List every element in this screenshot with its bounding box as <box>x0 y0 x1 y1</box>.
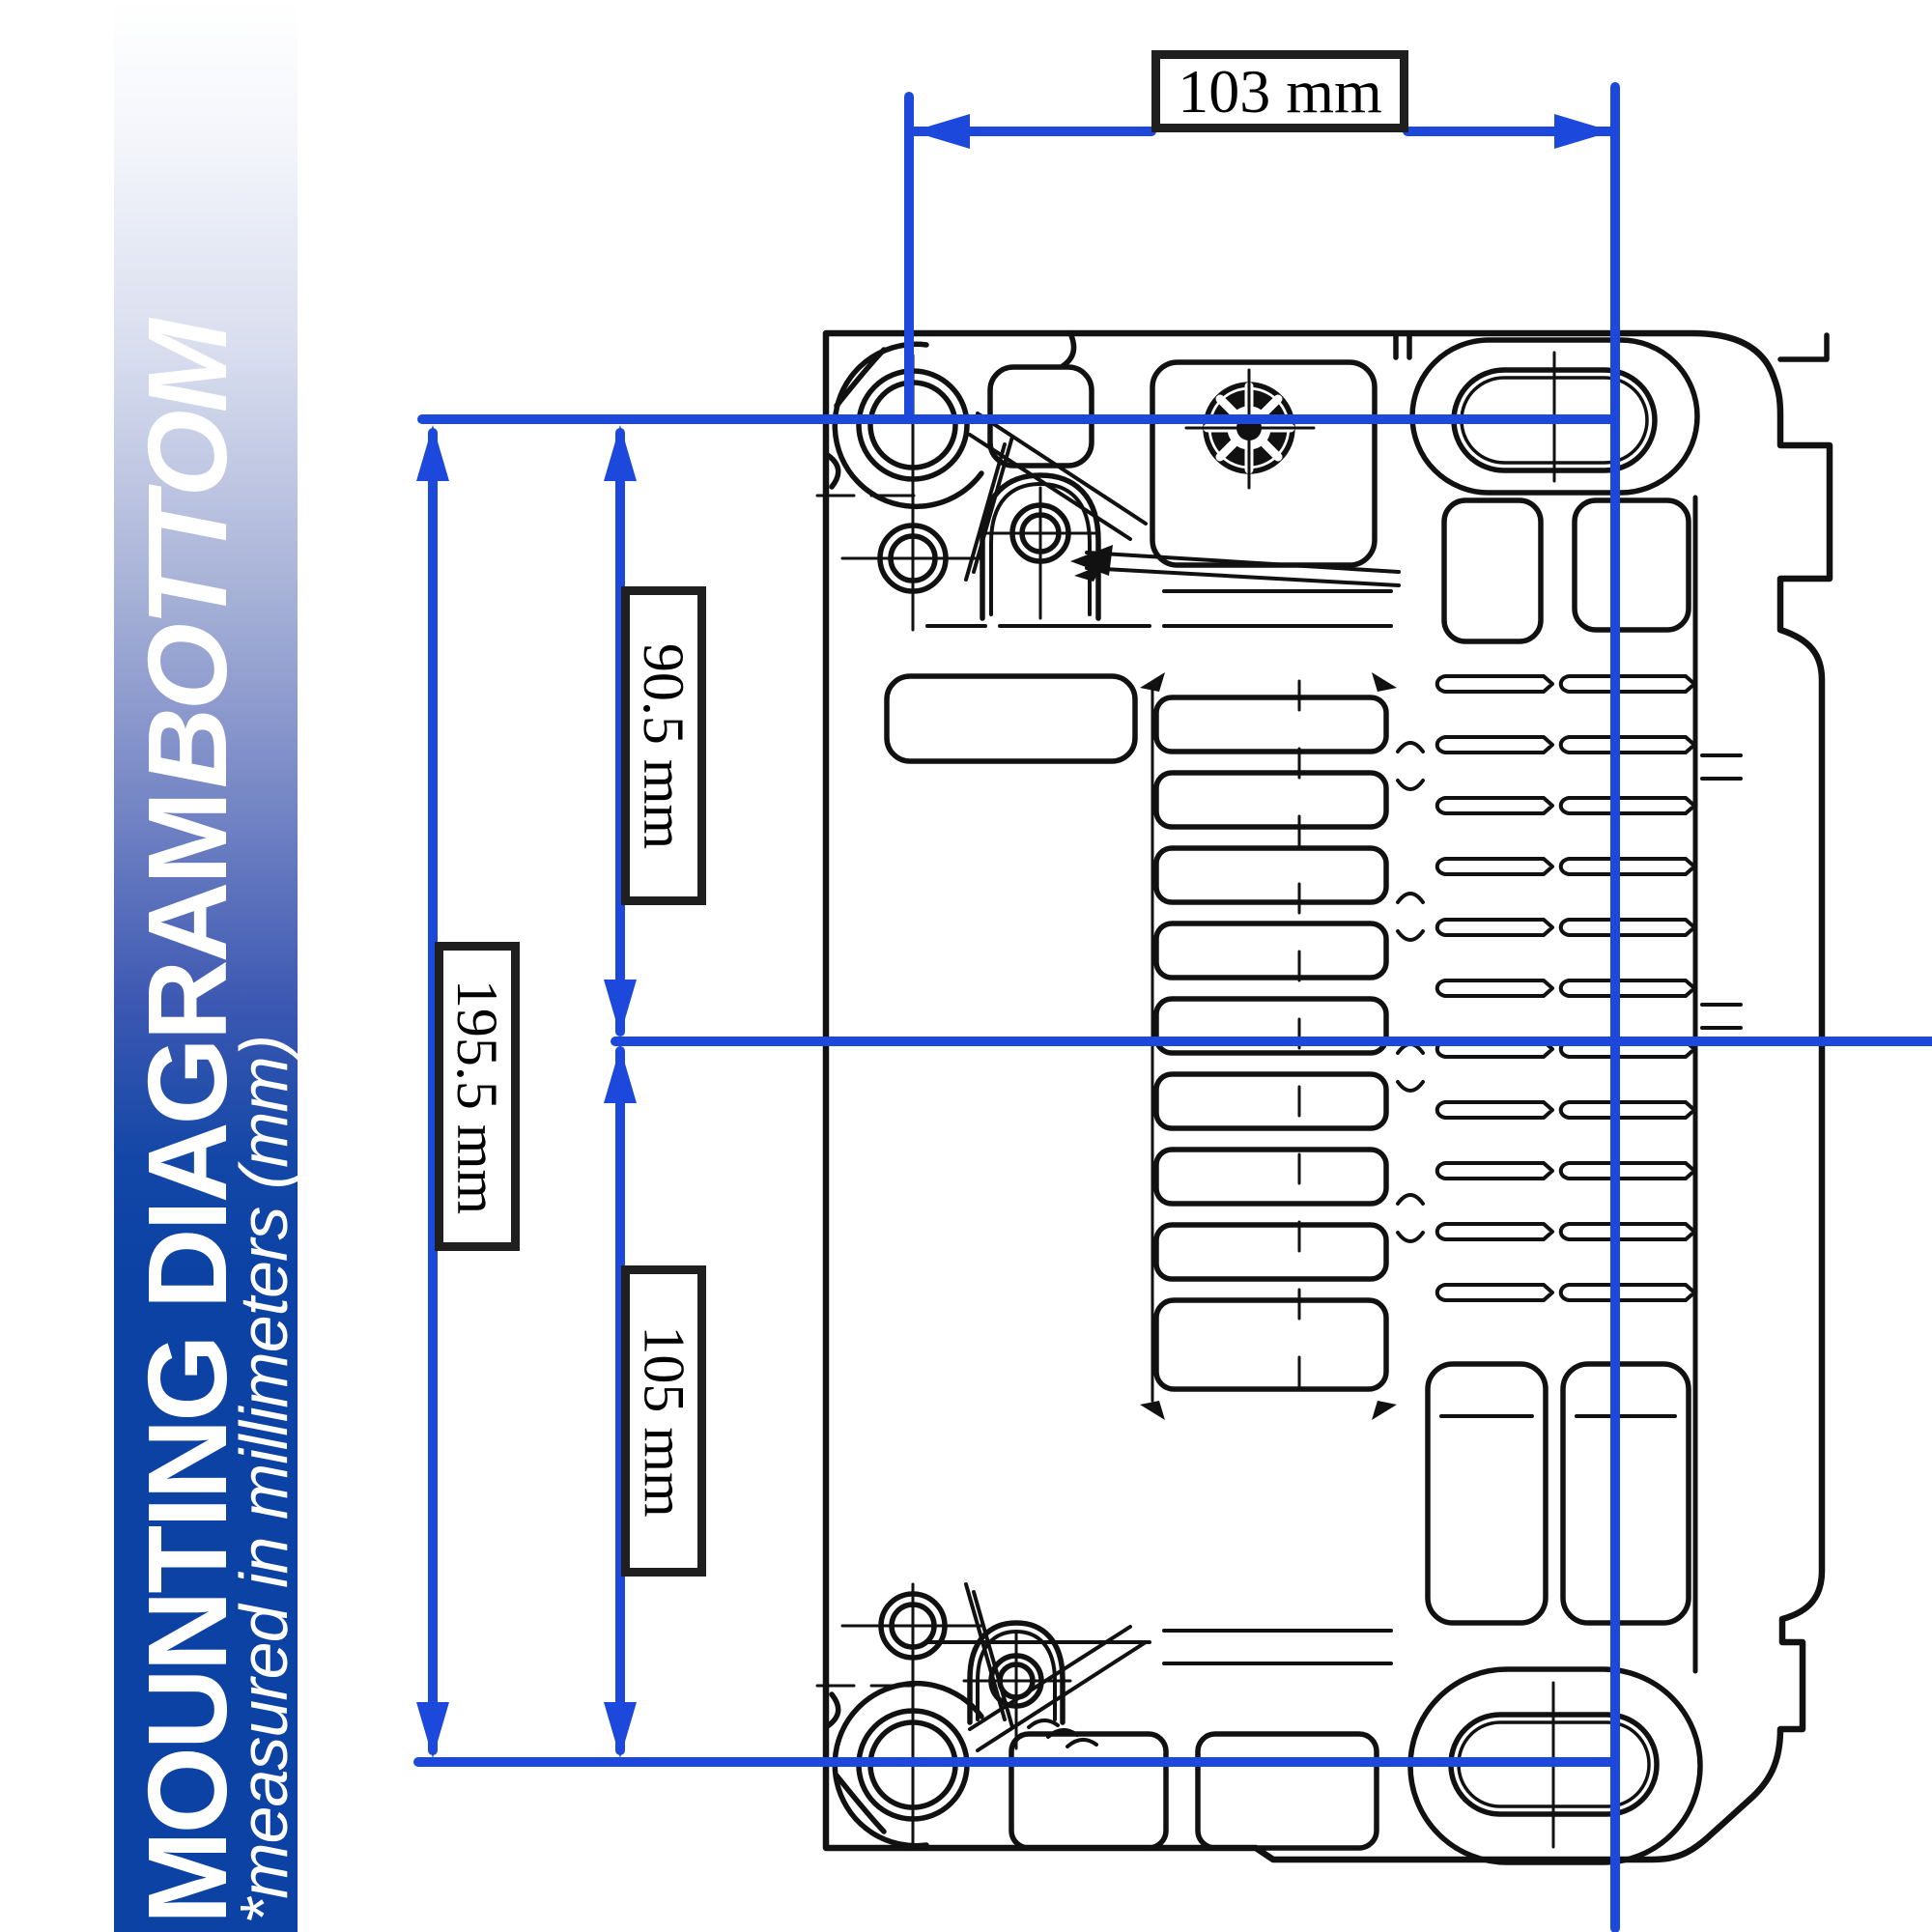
dimension-label-105mm: 105 mm <box>621 1265 706 1577</box>
dimension-text-90-5mm: 90.5 mm <box>632 642 696 849</box>
dimension-arrowheads <box>416 114 1612 1758</box>
dimension-text-105mm: 105 mm <box>632 1324 696 1518</box>
dimension-text-103mm: 103 mm <box>1178 56 1382 126</box>
dimension-label-195-5mm: 195.5 mm <box>435 942 520 1251</box>
sidebar-band <box>114 0 298 1932</box>
dimension-text-195-5mm: 195.5 mm <box>445 979 510 1214</box>
dimension-lines <box>413 82 1932 1932</box>
chassis-line-art <box>815 329 1833 1865</box>
dimension-label-90-5mm: 90.5 mm <box>621 586 706 905</box>
dimension-label-103mm: 103 mm <box>1151 50 1408 132</box>
